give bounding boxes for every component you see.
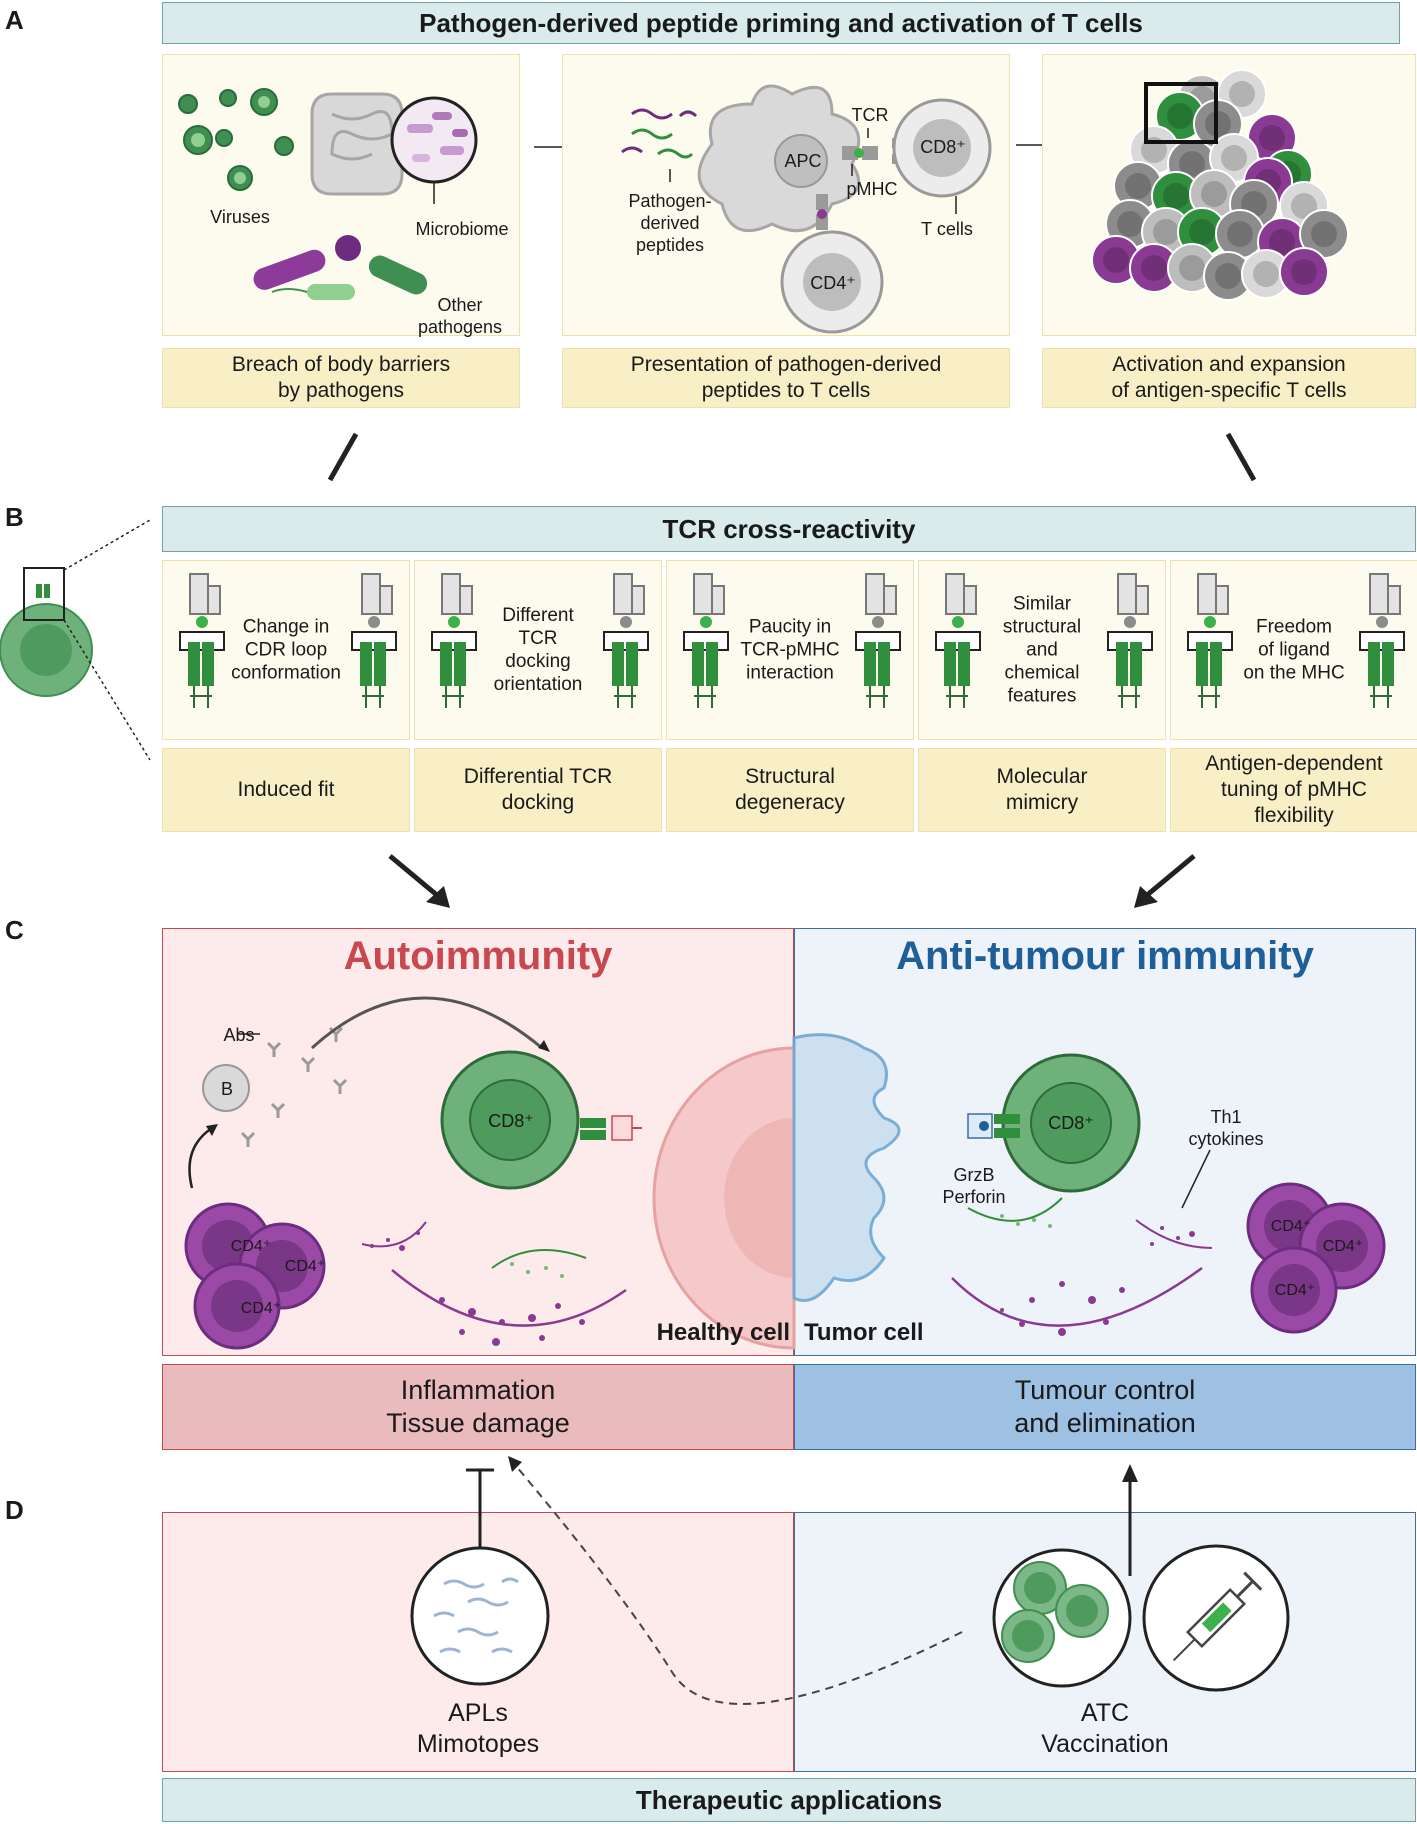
panel-c-illustration	[184, 996, 1386, 1350]
t-cell-zoom-icon	[0, 519, 151, 761]
cd8-label: CD8⁺	[488, 1111, 534, 1131]
cd4-label: CD4⁺	[1270, 1218, 1312, 1235]
cd4-label: CD4⁺	[1322, 1238, 1364, 1255]
arrow-icon	[388, 854, 450, 908]
mechanism-description: Paucity in TCR-pMHC interaction	[740, 616, 840, 684]
caption-presentation: Presentation of pathogen-derived peptide…	[562, 348, 1010, 408]
healthy-cell-icon	[652, 1046, 796, 1350]
apl-label: APLs Mimotopes	[416, 1699, 540, 1758]
mechanism-name: Molecular mimicry	[918, 748, 1166, 832]
cd8-label: CD8⁺	[1048, 1113, 1094, 1133]
tcr-mhc-pair-icon	[935, 573, 1153, 708]
mechanism-name: Structural degeneracy	[666, 748, 914, 832]
mechanism-description: Freedom of ligand on the MHC	[1243, 616, 1345, 684]
healthy-cell-label: Healthy cell	[656, 1319, 790, 1346]
tcr-mhc-pair-icon	[683, 573, 901, 708]
pmhc-label: pMHC	[846, 179, 898, 199]
peptides-label: Pathogen- derived peptides	[628, 191, 712, 255]
cytokine-dots	[370, 1231, 585, 1346]
cd8-cell-icon	[1001, 1053, 1141, 1193]
b-cell-label: B	[220, 1079, 233, 1099]
tcr-pmhc-icon	[580, 1115, 642, 1141]
panel-letter-c: C	[5, 915, 24, 945]
bacteria-icon	[253, 235, 428, 300]
panel-d-illustration	[410, 1456, 1290, 1705]
presentation-illustration	[621, 84, 992, 334]
mechanism-description: Different TCR docking orientation	[493, 605, 583, 695]
arrow-icon	[1134, 854, 1196, 908]
apc-label: APC	[784, 151, 822, 171]
tumor-cell-label: Tumor cell	[804, 1319, 924, 1346]
mechanism-description: Similar structural and chemical features	[1002, 593, 1082, 707]
mechanism-name: Antigen-dependent tuning of pMHC flexibi…	[1170, 748, 1417, 832]
panel-letter-a: A	[5, 5, 24, 35]
mechanism-description: Change in CDR loop conformation	[231, 616, 341, 684]
tcr-mhc-pair-icon	[1187, 573, 1405, 708]
cd4-cell-cluster	[184, 1202, 326, 1350]
atc-label: ATC Vaccination	[1041, 1699, 1169, 1758]
panel-letter-d: D	[5, 1495, 24, 1525]
th1-cytokines-label: Th1 cytokines	[1188, 1107, 1264, 1149]
peptides-icon	[621, 108, 698, 159]
microbiome-label: Microbiome	[415, 219, 509, 239]
autoimmunity-outcome: Inflammation Tissue damage	[162, 1364, 794, 1450]
tcr-mhc-pair-icon	[431, 573, 649, 708]
tcr-mhc-pair-icon	[179, 573, 397, 708]
cd4-label: CD4⁺	[810, 273, 856, 293]
cd4-label: CD4⁺	[240, 1300, 282, 1317]
pathogens-illustration	[178, 88, 478, 300]
cd4-label: CD4⁺	[1274, 1282, 1316, 1299]
expanded-t-cell-cluster	[1091, 69, 1349, 301]
mechanism-name: Induced fit	[162, 748, 410, 832]
cd8-cell-icon	[440, 1050, 580, 1190]
mechanism-name: Differential TCR docking	[414, 748, 662, 832]
caption-activation: Activation and expansion of antigen-spec…	[1042, 348, 1416, 408]
cd8-cell-icon	[892, 98, 992, 198]
viruses-label: Viruses	[210, 207, 270, 227]
atc-t-cells-icon	[992, 1548, 1132, 1688]
anti-tumour-outcome: Tumour control and elimination	[794, 1364, 1416, 1450]
panel-letter-b: B	[5, 502, 24, 532]
therapeutic-applications-title: Therapeutic applications	[162, 1778, 1416, 1822]
cd4-cell-icon	[780, 230, 884, 334]
tcr-pmhc-icon	[967, 1113, 1020, 1139]
autoimmunity-title: Autoimmunity	[343, 934, 613, 978]
t-cells-label: T cells	[921, 219, 973, 239]
antibody-icon	[240, 1026, 348, 1147]
b-cell-icon	[202, 1064, 250, 1112]
cd4-label: CD4⁺	[284, 1258, 326, 1275]
intestine-icon	[310, 92, 404, 196]
anti-tumour-title: Anti-tumour immunity	[896, 934, 1314, 978]
caption-breach: Breach of body barriers by pathogens	[162, 348, 520, 408]
grzb-perforin-label: GrzB Perforin	[942, 1165, 1006, 1207]
cd4-label: CD4⁺	[230, 1238, 272, 1255]
cd8-label: CD8⁺	[920, 137, 966, 157]
tcr-label: TCR	[851, 105, 889, 125]
abs-label: Abs	[223, 1025, 255, 1045]
cd4-cell-cluster	[1246, 1182, 1386, 1334]
syringe-icon	[1142, 1544, 1290, 1692]
tumor-cell-icon	[792, 1033, 901, 1302]
microbiome-icon	[390, 96, 478, 184]
other-pathogens-label: Other pathogens	[417, 295, 503, 337]
connector-line	[1225, 432, 1257, 482]
panel-a-title: Pathogen-derived peptide priming and act…	[162, 2, 1400, 44]
panel-b-title: TCR cross-reactivity	[162, 506, 1416, 552]
apl-peptides-icon	[410, 1546, 550, 1686]
connector-line	[327, 432, 359, 482]
